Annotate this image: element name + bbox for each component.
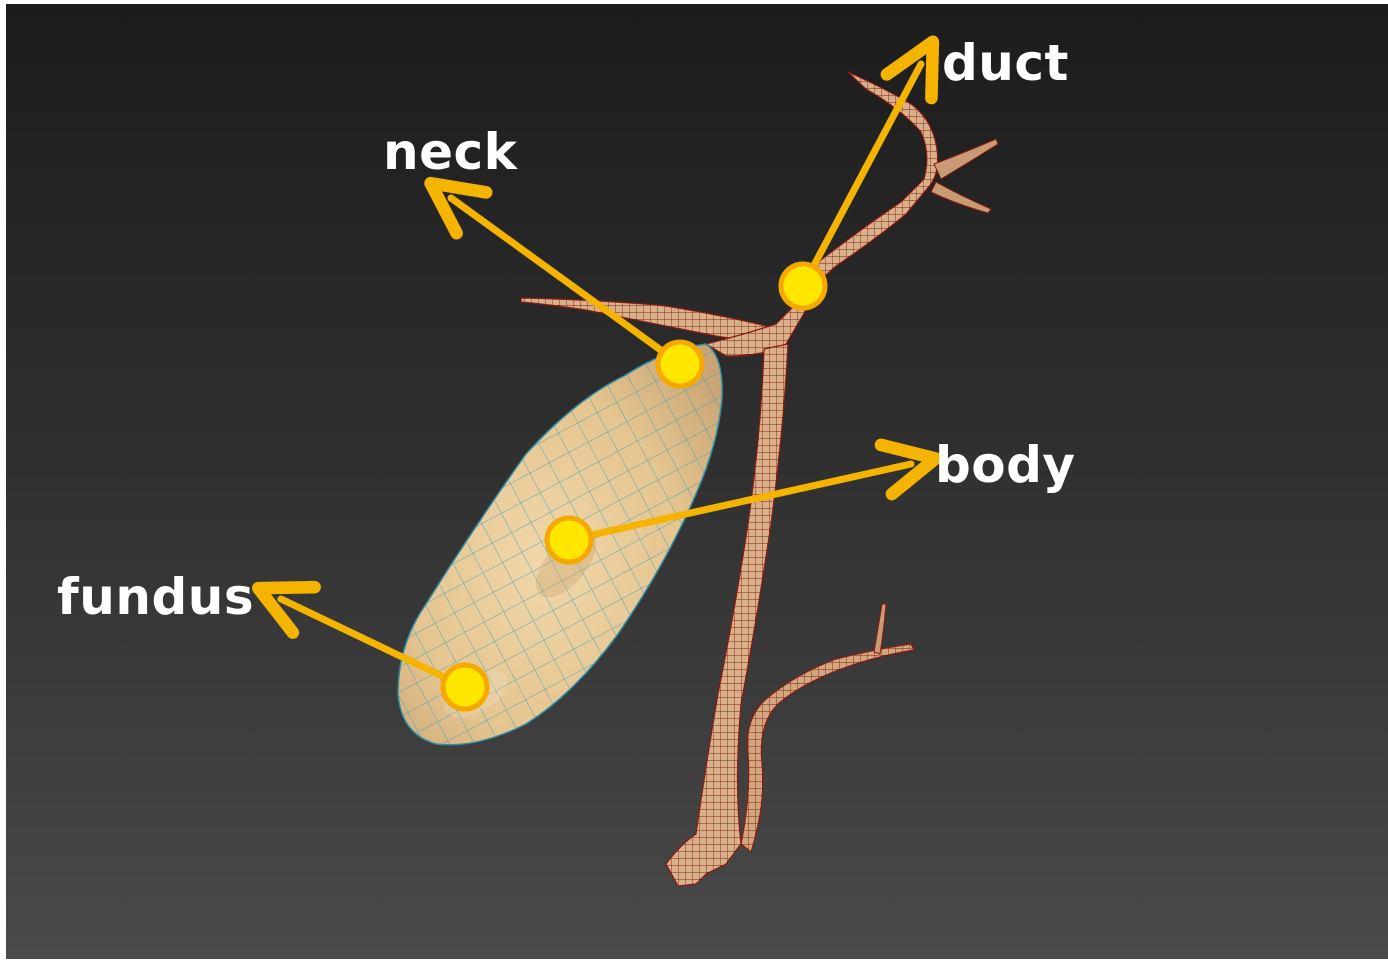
marker-dot-body (547, 518, 591, 562)
arrow-duct (803, 64, 921, 286)
marker-dot-duct (781, 264, 825, 308)
label-fundus: fundus (57, 572, 254, 622)
label-neck: neck (383, 127, 517, 177)
marker-dot-neck (658, 342, 702, 386)
label-body: body (935, 440, 1076, 490)
label-duct: duct (942, 38, 1069, 88)
anatomy-model (6, 4, 1388, 959)
marker-dot-fundus (443, 665, 487, 709)
arrow-neck (451, 198, 680, 364)
3d-viewport[interactable]: duct neck body fundus (6, 4, 1388, 959)
